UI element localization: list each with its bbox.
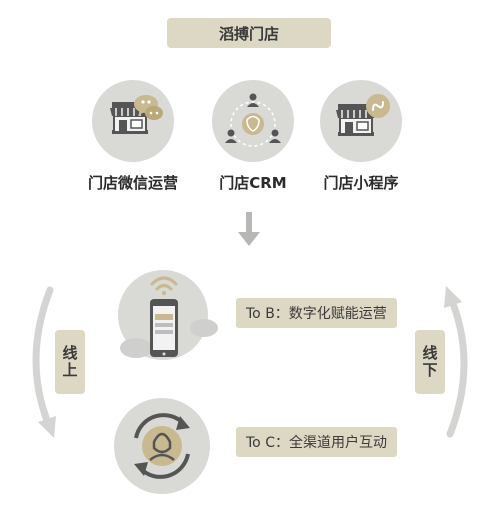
offline-tag: 线下 (415, 330, 445, 394)
feature-label-crm: 门店CRM (219, 174, 287, 192)
store-miniprogram-icon (336, 94, 390, 136)
right-cycle-arrow-icon (444, 286, 468, 438)
online-tag: 线上 (55, 330, 85, 394)
offline-label: 线下 (420, 345, 439, 379)
feature-label-miniprogram: 门店小程序 (323, 174, 399, 192)
phone-cloud-icon (120, 276, 218, 358)
feature-label-wechat: 门店微信运营 (87, 174, 178, 192)
title-tag: 滔搏门店 (167, 18, 331, 48)
crm-network-icon (225, 93, 281, 147)
person-refresh-icon (134, 413, 190, 479)
to-b-tag: To B：数字化赋能运营 (236, 298, 397, 328)
store-wechat-icon (110, 95, 163, 134)
left-cycle-arrow-icon (32, 286, 56, 438)
down-arrow-icon (238, 212, 260, 246)
title-text: 滔搏门店 (218, 24, 279, 43)
to-c-tag: To C：全渠道用户互动 (236, 427, 397, 457)
crm-circle (212, 80, 294, 162)
to-c-label: To C：全渠道用户互动 (246, 435, 387, 451)
store-miniprogram-circle (320, 80, 402, 162)
store-wechat-circle (92, 80, 174, 162)
online-label: 线上 (60, 345, 79, 379)
to-b-label: To B：数字化赋能运营 (246, 306, 387, 322)
